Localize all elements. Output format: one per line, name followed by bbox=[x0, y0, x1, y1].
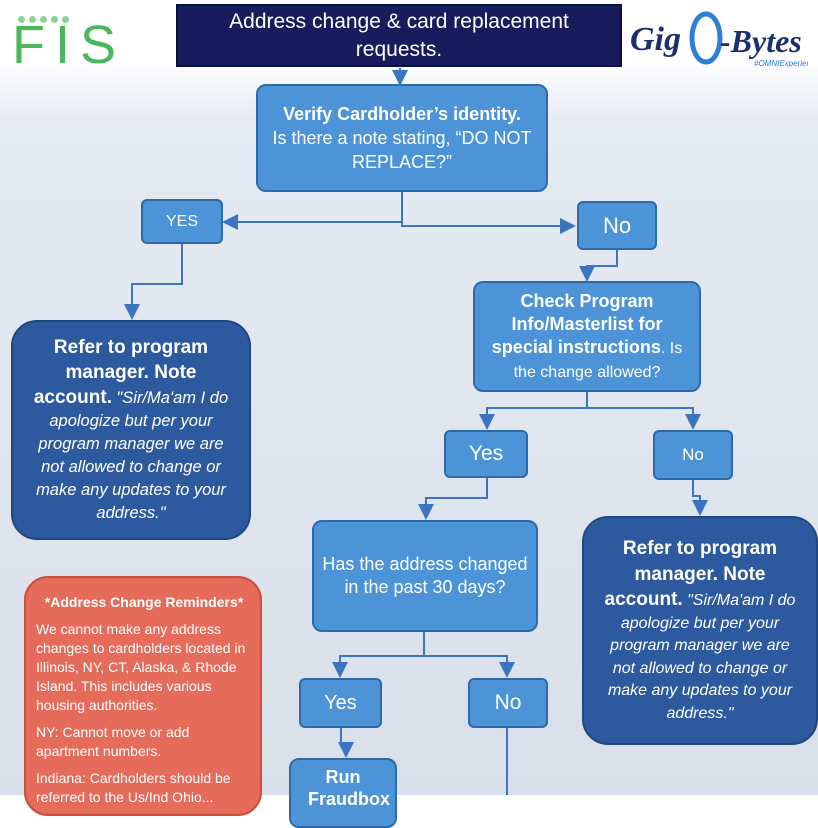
reminders-paragraph-1: We cannot make any address changes to ca… bbox=[36, 621, 246, 713]
check-program-info-box: Check Program Info/Masterlist for specia… bbox=[473, 281, 701, 392]
svg-text:-Bytes: -Bytes bbox=[720, 23, 802, 59]
no-box-do-not-replace: No bbox=[577, 201, 657, 250]
address-change-reminders-box: *Address Change Reminders* We cannot mak… bbox=[24, 576, 262, 816]
svg-text:#OMNIExperience: #OMNIExperience bbox=[754, 59, 808, 68]
yes-box-changed-30-days: Yes bbox=[299, 678, 382, 728]
refer-program-manager-left: Refer to program manager. Note account. … bbox=[11, 320, 251, 540]
gigabytes-logo-icon: Gig -Bytes #OMNIExperience bbox=[630, 11, 818, 68]
svg-text:Gig: Gig bbox=[630, 21, 681, 58]
reminders-paragraph-2: NY: Cannot move or add apartment numbers… bbox=[36, 724, 190, 759]
no-box-change-allowed: No bbox=[653, 430, 733, 480]
fis-logo: FIS bbox=[12, 8, 147, 72]
yes-box-do-not-replace: YES bbox=[141, 199, 223, 244]
run-fraudbox-box: Run Fraudbox bbox=[289, 758, 397, 828]
verify-identity-box: Verify Cardholder’s identity. Is there a… bbox=[256, 84, 548, 192]
refer-program-manager-right: Refer to program manager. Note account. … bbox=[582, 516, 818, 745]
no-box-changed-30-days: No bbox=[468, 678, 548, 728]
yes-box-change-allowed: Yes bbox=[444, 430, 528, 478]
page-title: Address change & card replacement reques… bbox=[176, 4, 622, 67]
reminders-paragraph-3: Indiana: Cardholders should be referred … bbox=[36, 770, 231, 805]
reminders-title: *Address Change Reminders* bbox=[44, 594, 244, 610]
fis-logo-dots-icon bbox=[18, 10, 73, 28]
address-changed-30-days-box: Has the address changed in the past 30 d… bbox=[312, 520, 538, 632]
flow-connectors bbox=[124, 68, 708, 795]
fis-logo-text: FIS bbox=[12, 15, 127, 75]
gigabytes-logo: Gig -Bytes #OMNIExperience bbox=[628, 8, 818, 68]
